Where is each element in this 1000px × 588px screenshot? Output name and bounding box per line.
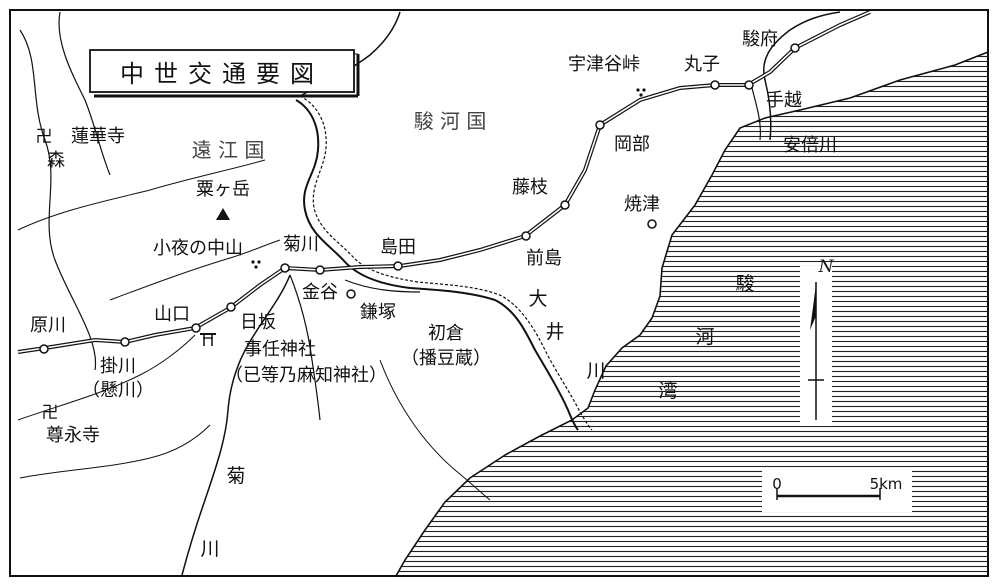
mountain-icon (216, 208, 230, 220)
ridge-1 (17, 159, 266, 231)
kanaya-road (344, 279, 421, 293)
place-tegoshi: 手越 (766, 90, 802, 111)
place-shimada: 島田 (380, 237, 416, 258)
ridge-3 (17, 334, 196, 421)
scale-zero: 0 (772, 475, 782, 493)
abe-river (763, 11, 841, 141)
place-yamaguchi: 山口 (154, 304, 190, 325)
place-sonei-ji: 尊永寺 (46, 425, 100, 446)
scale-box (762, 470, 912, 512)
province-totomi: 遠 江 国 (192, 138, 265, 162)
pass-marker-sayo (251, 260, 261, 269)
torii-icon (200, 333, 216, 346)
place-sayo: 小夜の中山 (153, 238, 243, 259)
kiku-label-2: 川 (200, 538, 219, 560)
place-kakegawa-note: （懸川） (82, 380, 154, 401)
bay-label-1: 駿 (735, 273, 754, 295)
station-markers (39, 43, 800, 354)
place-kakegawa: 掛川 (100, 356, 136, 377)
place-kamazuka: 鎌塚 (360, 302, 396, 323)
river-west-1 (19, 29, 97, 371)
abe-river-branch (751, 87, 761, 141)
place-hatsukura: 初倉 (428, 323, 464, 344)
province-suruga: 駿 河 国 (414, 109, 487, 133)
suruga-bay-sea (394, 50, 989, 577)
title-box (89, 49, 355, 93)
oi-river-bank (299, 95, 593, 431)
kiku-river (181, 274, 291, 576)
oi-label-2: 井 (545, 321, 564, 343)
place-yaizu: 焼津 (624, 194, 660, 215)
temple-icon-renge: 卍 (36, 127, 53, 147)
place-renge-ji: 蓮華寺 (71, 126, 125, 147)
place-harakawa: 原川 (30, 315, 66, 336)
place-kanaya: 金谷 (302, 282, 338, 303)
place-shrine: 事任神社 (244, 339, 316, 360)
place-nissaka: 日坂 (240, 312, 276, 333)
tokaido-road-inner (17, 11, 871, 353)
oi-label-1: 大 (528, 288, 547, 310)
scale-bar (776, 488, 881, 500)
kiku-label-1: 菊 (226, 465, 245, 487)
north-arrow (808, 282, 824, 420)
river-west-2 (58, 11, 111, 176)
north-label: N (818, 257, 835, 277)
place-awagatake: 粟ヶ岳 (196, 179, 250, 200)
abe-river-label: 安倍川 (783, 135, 837, 156)
place-utsunoya: 宇津谷峠 (568, 54, 640, 75)
map-title: 中世交通要図 (120, 60, 324, 88)
oi-river (295, 99, 579, 431)
place-hatsukura-note: （播豆蔵） (401, 348, 491, 369)
place-okabe: 岡部 (614, 134, 650, 155)
bay-label-3: 湾 (658, 380, 677, 402)
ridge-4 (19, 424, 211, 479)
place-kikugawa: 菊川 (283, 234, 319, 255)
scale-five: 5km (870, 475, 903, 493)
place-mariko: 丸子 (684, 54, 720, 75)
oi-label-3: 川 (586, 360, 605, 382)
temple-icon-sonei: 卍 (42, 403, 59, 423)
bay-label-2: 河 (695, 326, 714, 348)
place-sunpu: 駿府 (742, 29, 778, 50)
place-maejima: 前島 (526, 248, 562, 269)
pass-marker-utsunoya (636, 88, 646, 97)
place-mori: 森 (47, 150, 65, 171)
kiku-branch (289, 274, 321, 421)
place-fujieda: 藤枝 (512, 177, 548, 198)
place-shrine-note: （已等乃麻知神社） (225, 365, 387, 386)
ridge-5 (379, 359, 491, 501)
ridge-2 (109, 239, 281, 301)
